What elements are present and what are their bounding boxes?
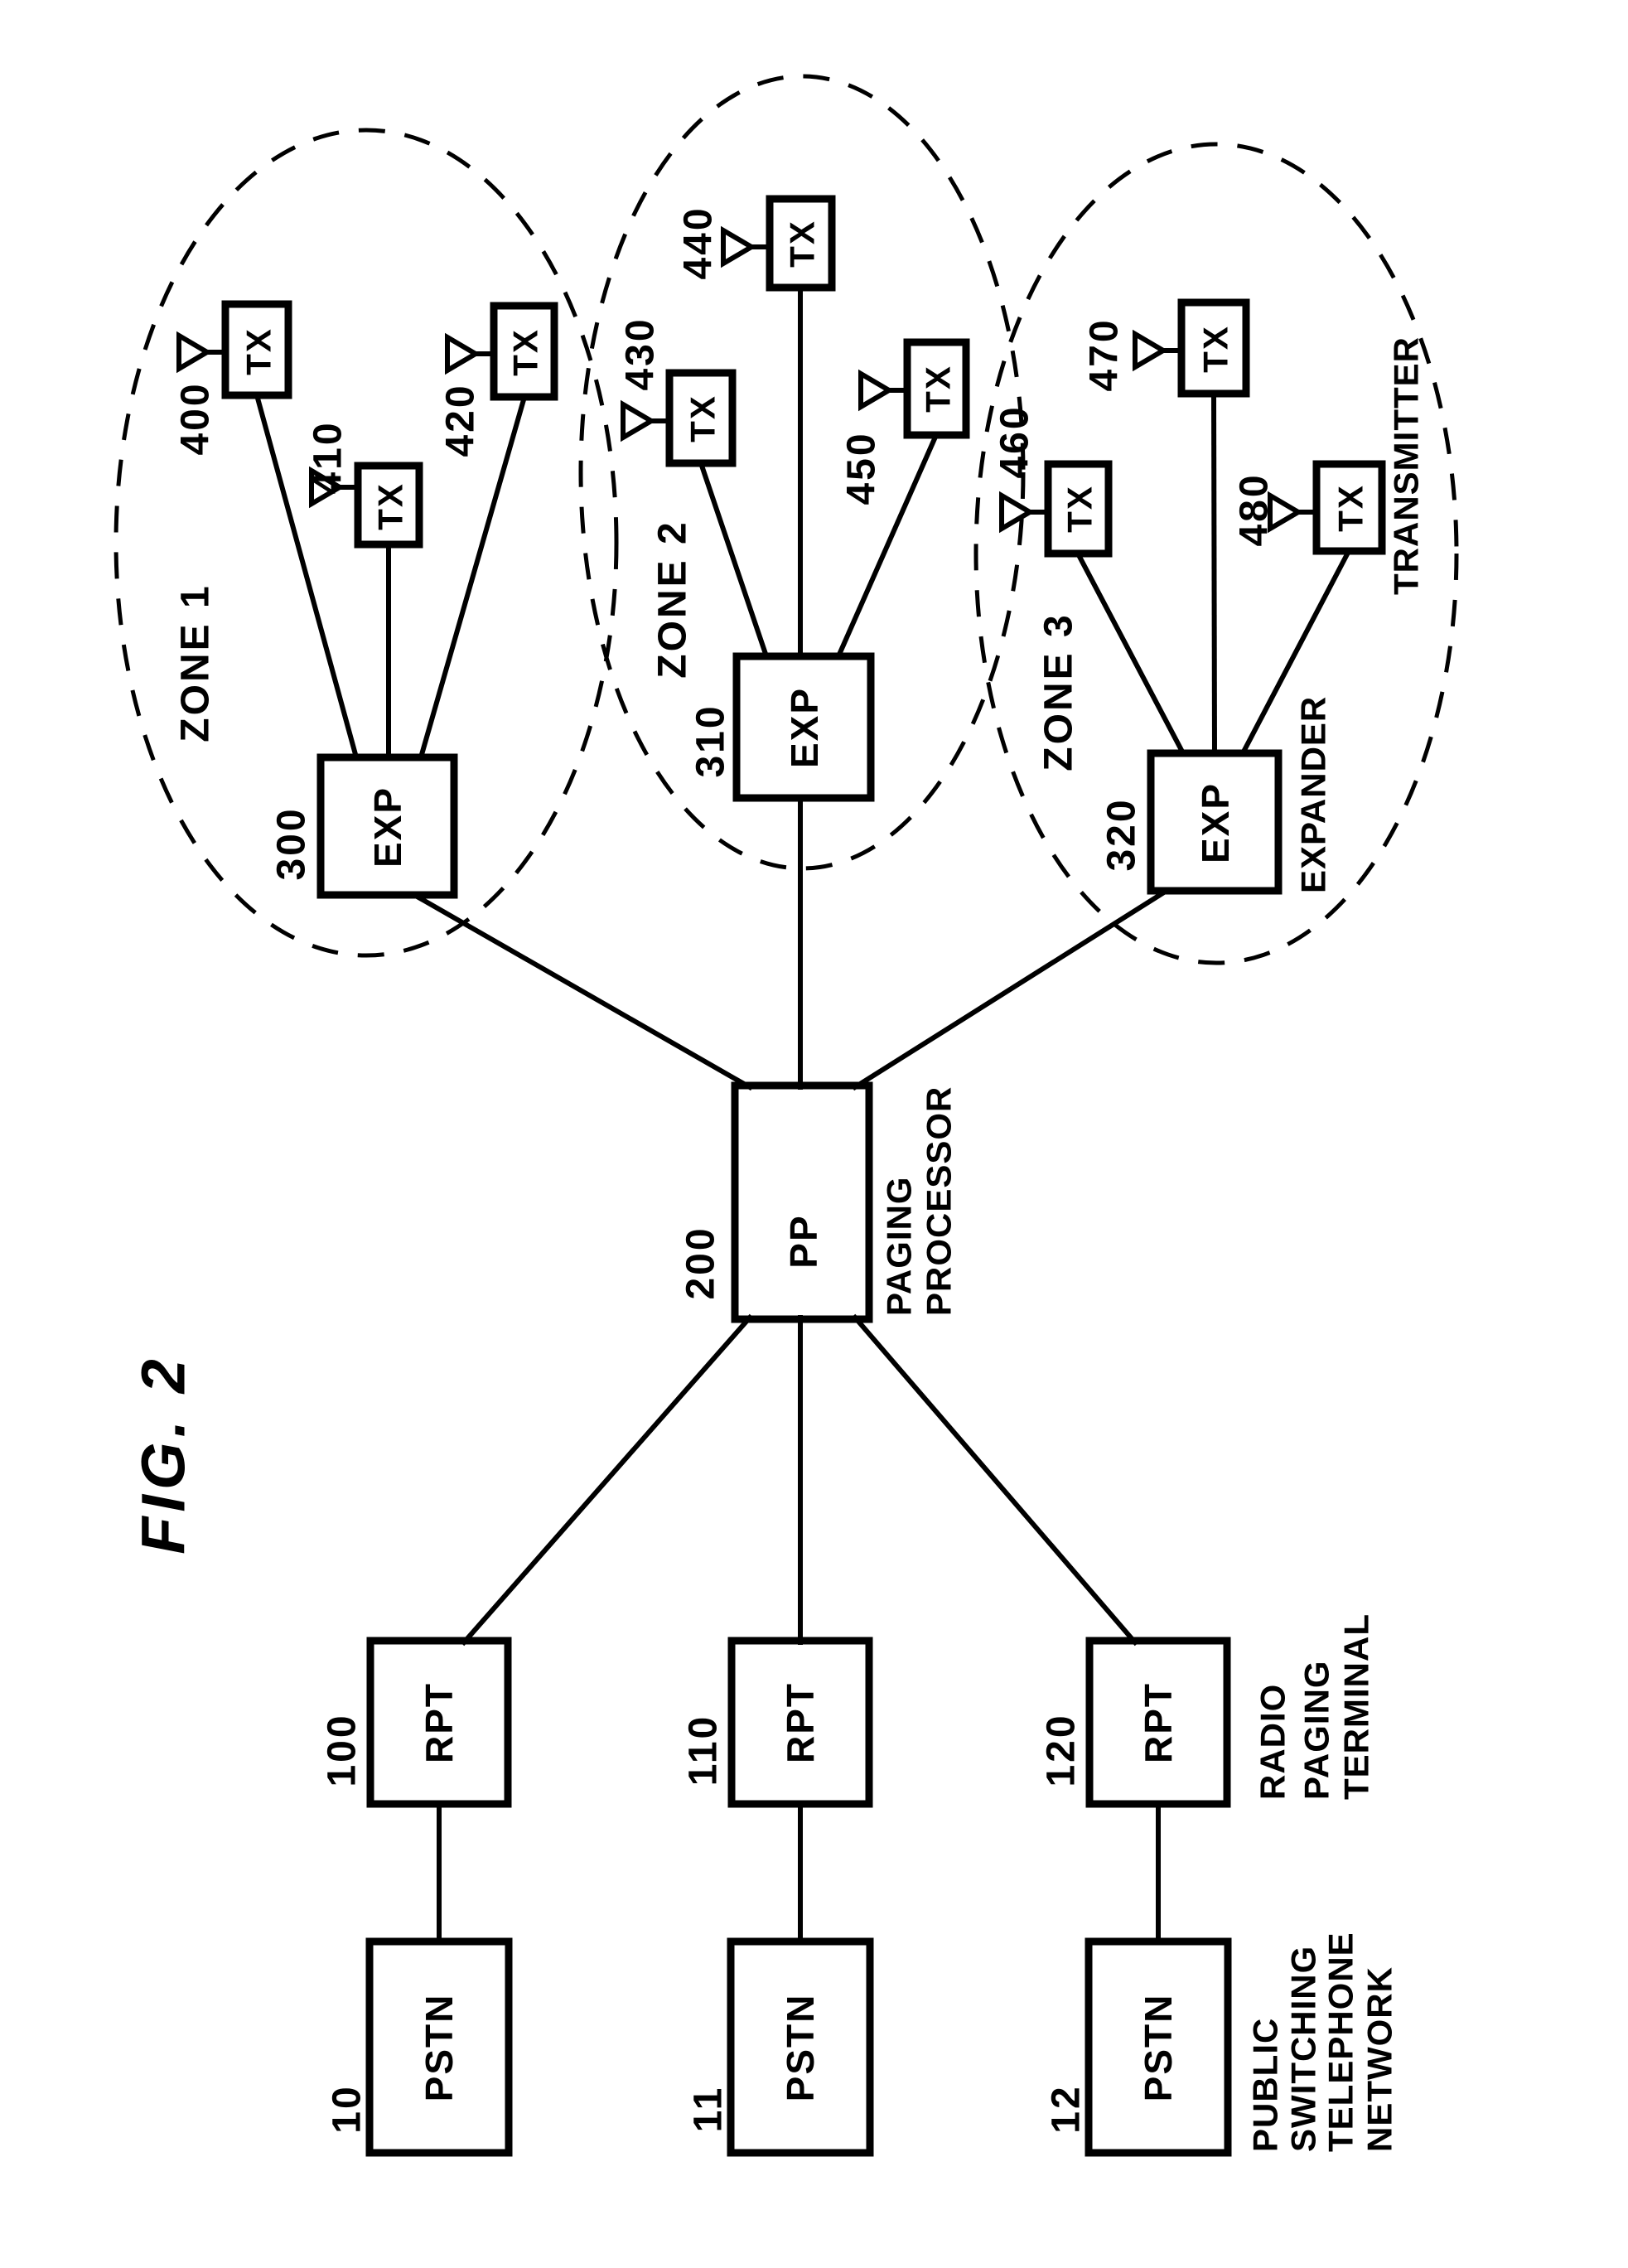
- figure-title: FIG. 2: [129, 1354, 198, 1555]
- pp200-box: PP: [731, 1081, 873, 1323]
- pstn11-box: PSTN: [727, 1937, 874, 2157]
- antenna-icon-tx430: [621, 399, 672, 442]
- transmitter-caption: TRANSMITTER: [1387, 336, 1426, 595]
- rpt100-box: RPT: [366, 1637, 512, 1808]
- pstn12-box: PSTN: [1085, 1937, 1232, 2157]
- ref-480: 480: [1233, 472, 1277, 546]
- ref-460: 460: [993, 404, 1037, 478]
- tx430-label: TX: [684, 394, 722, 442]
- zone2-boundary-ellipse: [578, 74, 1026, 871]
- ref-440: 440: [677, 206, 721, 279]
- pstn-caption-line4: NETWORK: [1360, 1966, 1399, 2152]
- tx420-label: TX: [506, 328, 545, 376]
- antenna-icon-tx420: [445, 332, 496, 375]
- ref-310: 310: [689, 704, 733, 777]
- exp310-label: EXP: [783, 687, 826, 768]
- tx480-label: TX: [1331, 484, 1370, 532]
- tx410-label: TX: [371, 482, 410, 530]
- exp320-label: EXP: [1194, 782, 1237, 863]
- pstn-full-name-caption: PUBLIC SWITCHING TELEPHONE NETWORK: [1246, 1932, 1399, 2152]
- ref-400: 400: [174, 381, 218, 455]
- ref-470: 470: [1083, 317, 1127, 391]
- pp200-label: PP: [782, 1214, 825, 1268]
- zone1-boundary-ellipse: [114, 128, 619, 958]
- exp300-box: EXP: [316, 753, 458, 899]
- expander-caption: EXPANDER: [1294, 696, 1333, 893]
- line-tx480-exp320: [1239, 547, 1353, 757]
- rpt-caption-line2: PAGING: [1297, 1660, 1336, 1800]
- ref-100: 100: [321, 1713, 365, 1787]
- pstn11-label: PSTN: [779, 1994, 822, 2102]
- paging-processor-caption-line2: PROCESSOR: [920, 1086, 959, 1316]
- line-tx470-exp320: [1210, 390, 1218, 757]
- paging-processor-caption-line1: PAGING: [880, 1176, 919, 1316]
- line-exp300-pp: [410, 891, 754, 1091]
- tx400-box: TX: [221, 300, 292, 399]
- antenna-icon-tx480: [1268, 491, 1319, 534]
- tx480-box: TX: [1312, 460, 1386, 555]
- pstn10-label: PSTN: [418, 1994, 461, 2102]
- ref-200: 200: [679, 1226, 723, 1299]
- tx450-box: TX: [903, 338, 970, 439]
- tx450-label: TX: [919, 365, 958, 413]
- tx460-box: TX: [1044, 460, 1113, 558]
- pstn12-label: PSTN: [1137, 1994, 1180, 2102]
- pstn-caption-line2: SWITCHING: [1284, 1946, 1323, 2152]
- zone2-name: ZONE 2: [651, 520, 695, 678]
- ref-320: 320: [1100, 797, 1144, 871]
- antenna-icon-tx440: [721, 225, 772, 268]
- ref-300: 300: [270, 806, 314, 880]
- zone1-name: ZONE 1: [174, 583, 218, 742]
- pstn-caption-line1: PUBLIC: [1246, 2018, 1285, 2152]
- tx410-box: TX: [354, 462, 423, 549]
- line-tx420-exp300: [418, 394, 528, 761]
- pstn10-box: PSTN: [365, 1937, 513, 2157]
- ref-10: 10: [326, 2084, 370, 2133]
- ref-120: 120: [1040, 1713, 1084, 1787]
- tx470-box: TX: [1177, 298, 1250, 398]
- rpt110-label: RPT: [779, 1682, 822, 1763]
- exp300-label: EXP: [366, 786, 409, 868]
- exp310-box: EXP: [732, 652, 875, 802]
- exp320-box: EXP: [1147, 749, 1283, 895]
- zone3-name: ZONE 3: [1037, 612, 1081, 771]
- ref-110: 110: [682, 1714, 726, 1786]
- tx430-box: TX: [665, 369, 737, 467]
- paging-processor-caption: PAGING PROCESSOR: [880, 1086, 959, 1316]
- ref-430: 430: [619, 317, 663, 390]
- antenna-icon-tx450: [858, 369, 910, 412]
- tx400-label: TX: [239, 327, 278, 375]
- line-tx430-exp310: [698, 460, 770, 660]
- tx470-label: TX: [1196, 325, 1235, 373]
- line-tx460-exp320: [1074, 549, 1187, 757]
- tx440-label: TX: [783, 220, 822, 268]
- pstn-caption-line3: TELEPHONE: [1321, 1932, 1360, 2152]
- line-exp320-pp: [851, 887, 1171, 1091]
- antenna-icon-tx470: [1133, 329, 1184, 372]
- ref-12: 12: [1045, 2084, 1089, 2133]
- ref-420: 420: [439, 383, 483, 457]
- rpt-caption-line1: RADIO: [1254, 1684, 1292, 1800]
- rpt120-label: RPT: [1137, 1682, 1180, 1763]
- rpt120-box: RPT: [1085, 1637, 1231, 1808]
- zone3-boundary-ellipse: [973, 142, 1459, 965]
- antenna-icon-tx400: [176, 331, 228, 374]
- antenna-icon-tx460: [999, 491, 1051, 534]
- ref-450: 450: [840, 431, 884, 505]
- rpt100-label: RPT: [418, 1682, 461, 1763]
- tx420-box: TX: [490, 302, 558, 401]
- rpt-caption-line3: TERMINAL: [1337, 1613, 1376, 1800]
- line-pp-rpt120: [851, 1313, 1139, 1647]
- line-tx400-exp300: [254, 392, 360, 761]
- line-pp-rpt100: [460, 1313, 754, 1647]
- tx460-label: TX: [1060, 485, 1099, 533]
- ref-410: 410: [307, 420, 350, 494]
- rpt110-box: RPT: [727, 1637, 873, 1808]
- ref-11: 11: [687, 2086, 731, 2133]
- tx440-box: TX: [766, 195, 836, 292]
- line-tx450-exp310: [835, 432, 940, 660]
- radio-paging-terminal-caption: RADIO PAGING TERMINAL: [1254, 1613, 1376, 1800]
